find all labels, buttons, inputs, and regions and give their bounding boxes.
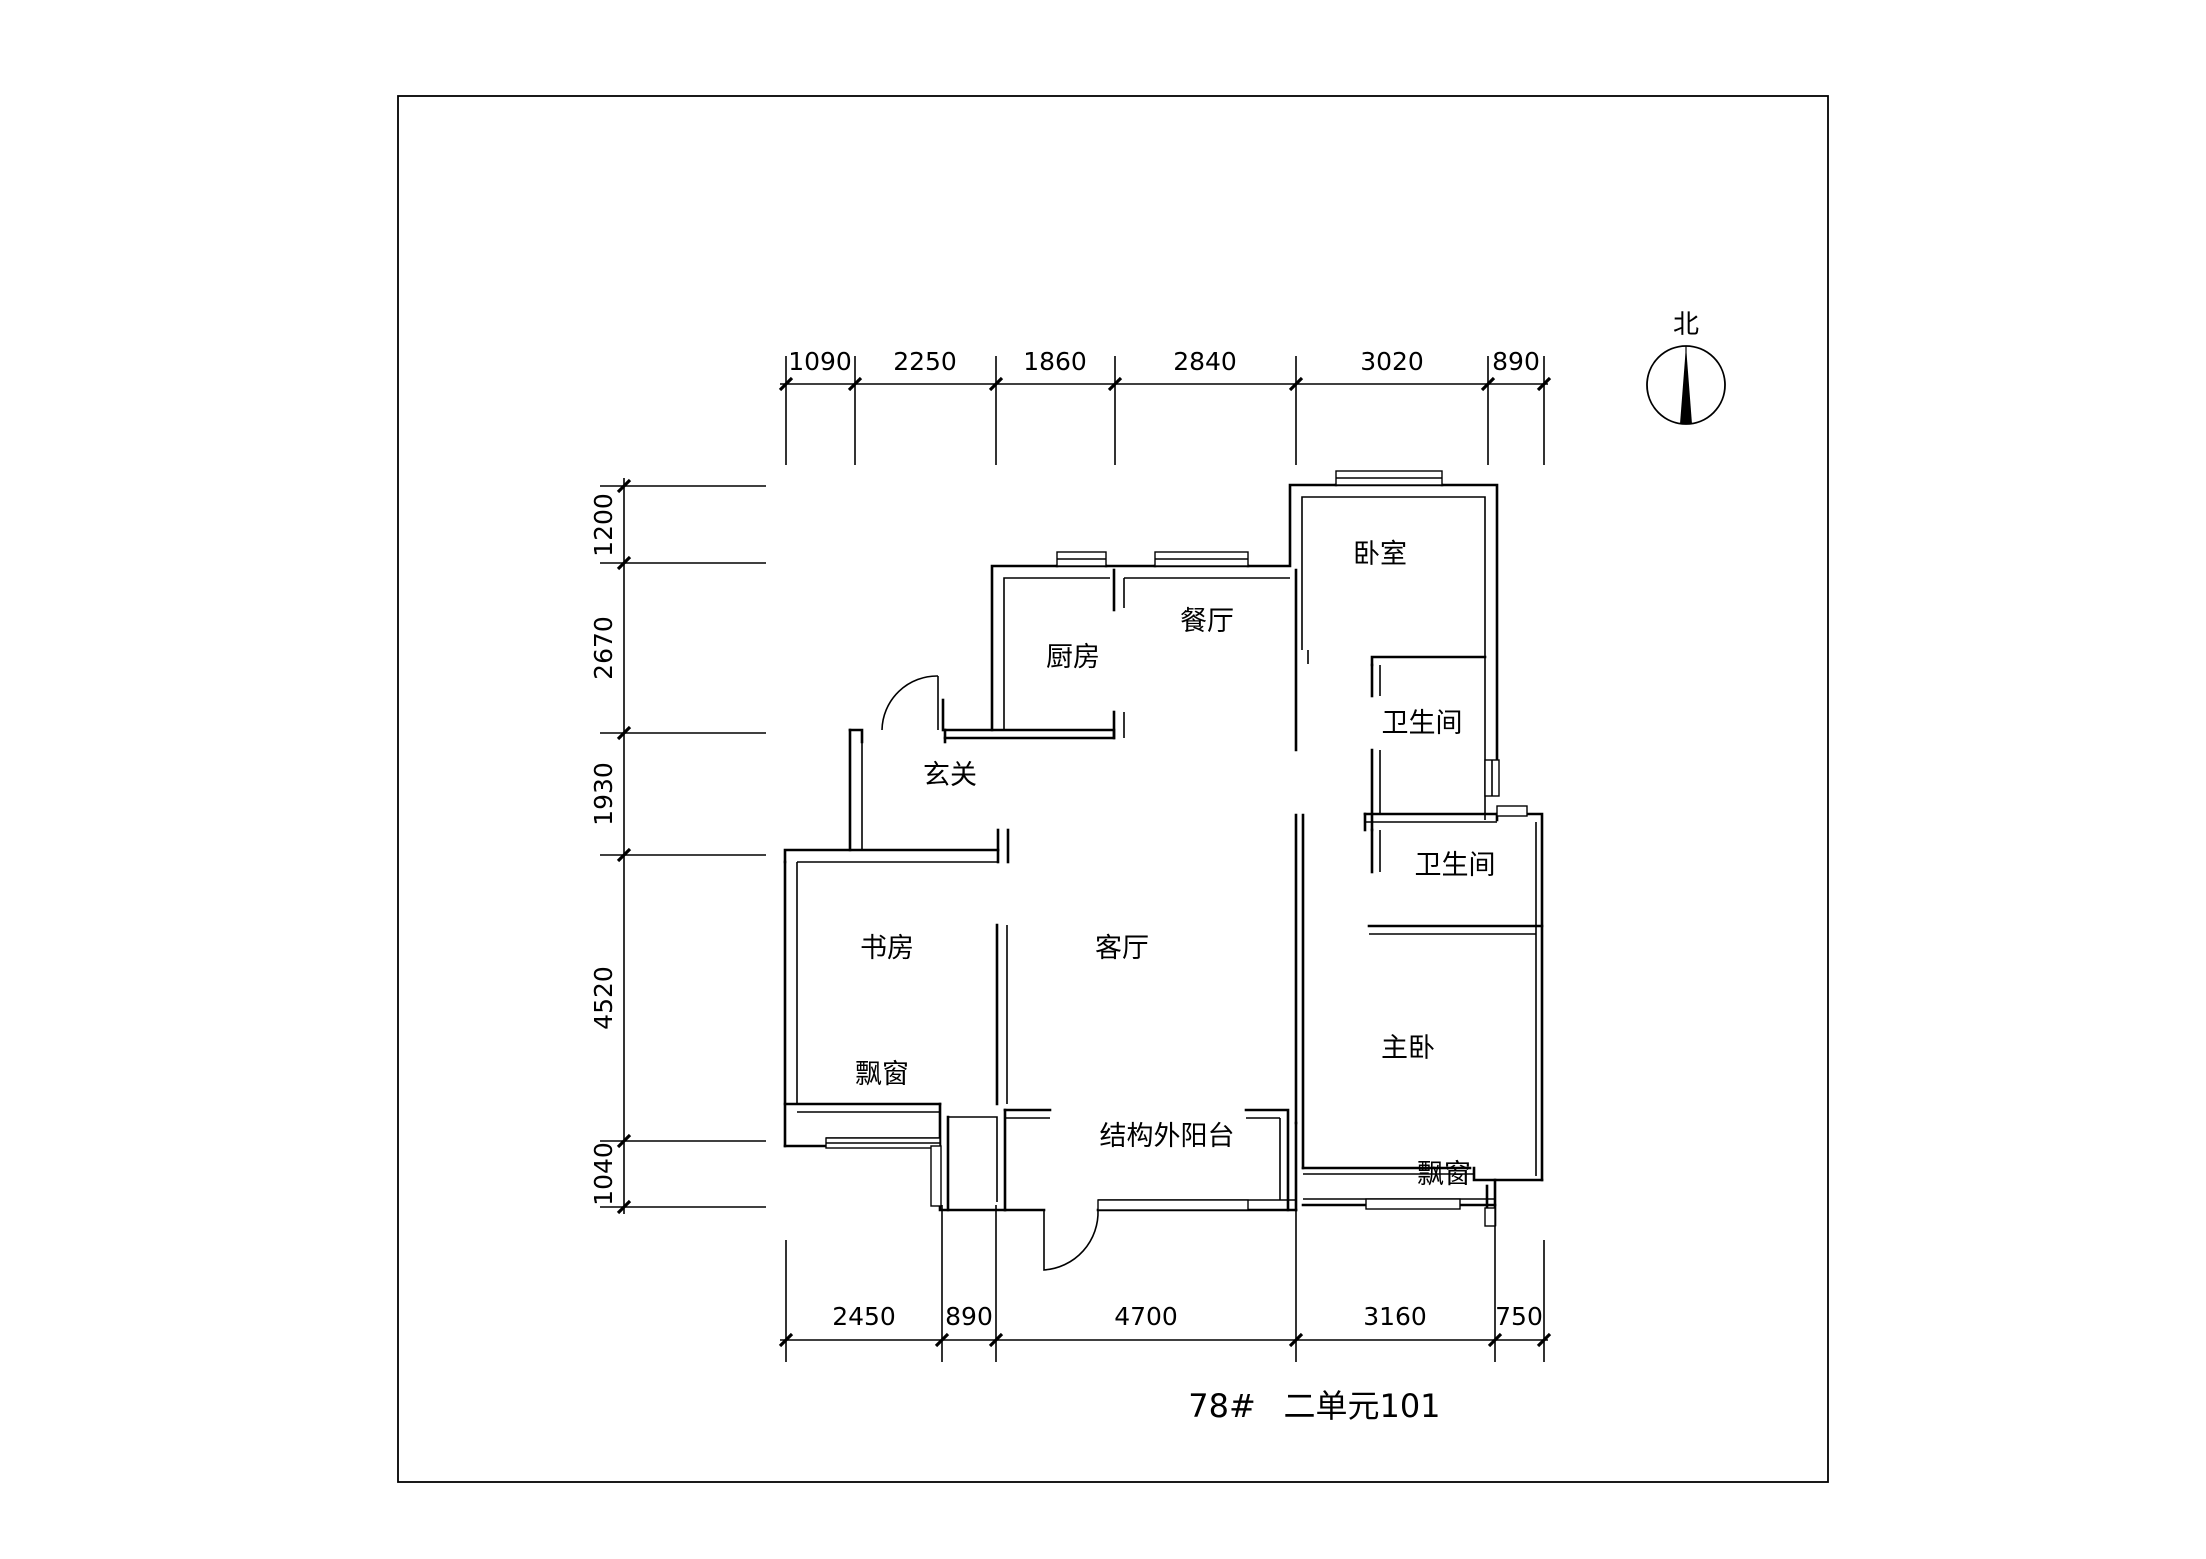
dim-bottom-5: 750 [1495,1302,1543,1331]
room-labels: 卧室 厨房 餐厅 卫生间 玄关 卫生间 书房 客厅 主卧 飘窗 结构外阳台 飘窗 [855,539,1496,1190]
left-dimension-chain: 1200 2670 1930 4520 1040 [589,478,766,1215]
room-bathroom-1: 卫生间 [1382,708,1463,739]
dim-bottom-4: 3160 [1363,1302,1427,1331]
dim-top-6: 890 [1492,347,1540,376]
room-master: 主卧 [1381,1033,1435,1064]
dim-left-5: 1040 [589,1142,618,1206]
building-number: 78# [1188,1387,1256,1425]
dim-left-1: 1200 [589,493,618,557]
drawing-frame [397,95,1829,1483]
dim-bottom-3: 4700 [1114,1302,1178,1331]
room-study: 书房 [860,933,914,964]
room-dining: 餐厅 [1180,606,1234,637]
windows [825,470,1528,1227]
room-foyer: 玄关 [923,760,977,791]
dim-left-4: 4520 [589,966,618,1030]
dim-top-1: 1090 [788,347,852,376]
dim-top-4: 2840 [1173,347,1237,376]
room-bay-window-master: 飘窗 [1417,1159,1471,1190]
room-bathroom-2: 卫生间 [1415,850,1496,881]
doors [881,675,1099,1271]
dim-left-3: 1930 [589,762,618,826]
dim-top-3: 1860 [1023,347,1087,376]
dim-top-5: 3020 [1360,347,1424,376]
room-bay-window-study: 飘窗 [855,1059,909,1090]
room-living: 客厅 [1095,933,1149,964]
dim-top-2: 2250 [893,347,957,376]
room-bedroom: 卧室 [1353,539,1407,570]
dim-bottom-2: 890 [945,1302,993,1331]
unit-title: 二单元101 [1283,1387,1440,1425]
bottom-dimension-chain: 2450 890 4700 3160 750 [778,1205,1552,1362]
dim-left-2: 2670 [589,616,618,680]
top-dimension-chain: 1090 2250 1860 2840 3020 890 [778,347,1552,465]
room-kitchen: 厨房 [1046,642,1100,673]
north-label: 北 [1673,310,1699,340]
room-balcony: 结构外阳台 [1100,1121,1235,1152]
dim-bottom-1: 2450 [832,1302,896,1331]
north-arrow-icon: 北 [1646,310,1726,425]
